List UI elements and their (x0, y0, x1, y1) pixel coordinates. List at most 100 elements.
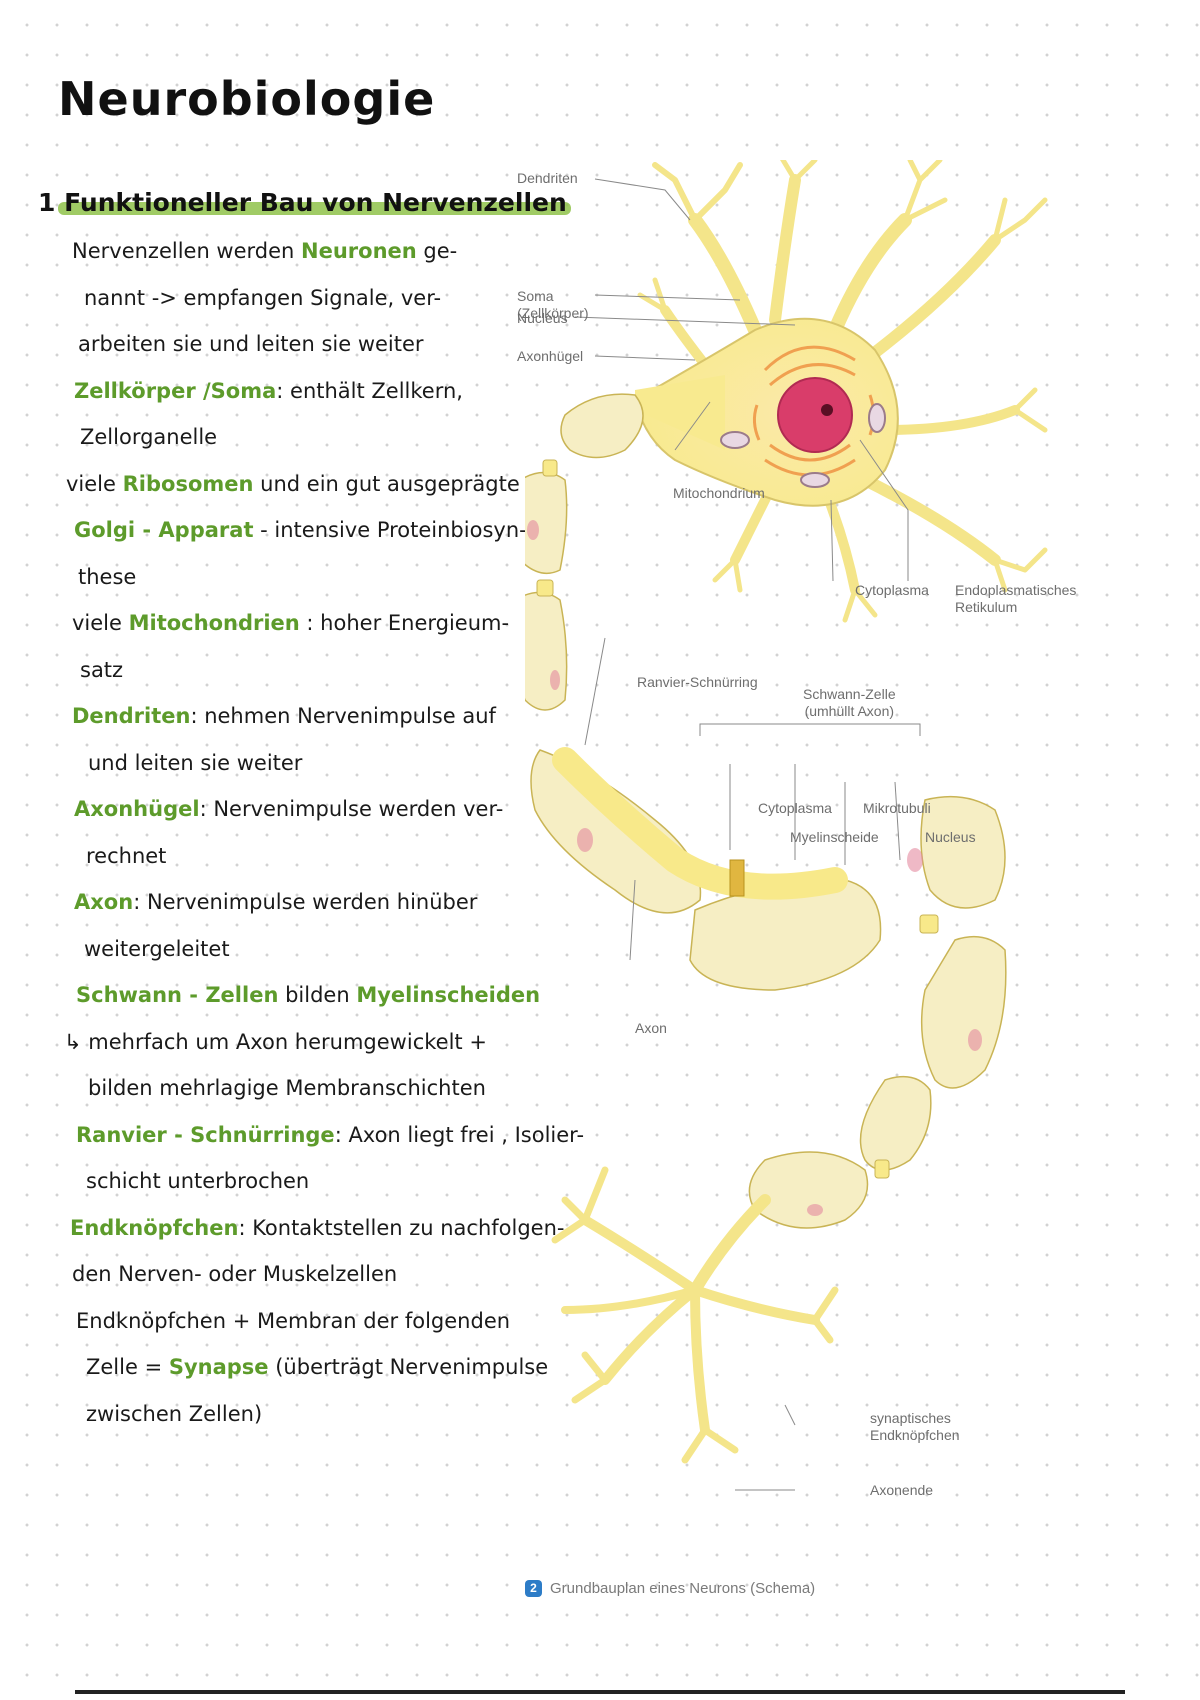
note-line: satz (80, 647, 123, 694)
note-line: Ranvier - Schnürringe: Axon liegt frei ,… (76, 1112, 584, 1159)
microtubules (729, 859, 745, 897)
note-text: schicht unterbrochen (86, 1169, 310, 1193)
note-line: und leiten sie weiter (88, 740, 302, 787)
note-line: Axonhügel: Nervenimpulse werden ver- (74, 786, 503, 833)
label-soma: Soma (Zellkörper) (517, 288, 589, 321)
note-text: den Nerven- oder Muskelzellen (72, 1262, 398, 1286)
note-line: zwischen Zellen) (86, 1391, 262, 1438)
note-text: ge- (416, 239, 458, 263)
note-line: Zelle = Synapse (überträgt Nervenimpulse (86, 1344, 548, 1391)
note-line: Endknöpfchen + Membran der folgenden (76, 1298, 510, 1345)
note-line: Endknöpfchen: Kontaktstellen zu nachfolg… (70, 1205, 565, 1252)
label-ranvier: Ranvier-Schnürring (637, 674, 758, 690)
note-text: : Kontaktstellen zu nachfolgen- (238, 1215, 565, 1240)
note-line: Dendriten: nehmen Nervenimpulse auf (72, 693, 496, 740)
nucleolus (821, 404, 833, 416)
note-text: Zelle = (86, 1355, 169, 1379)
note-line: ↳ mehrfach um Axon herumgewickelt + (64, 1019, 487, 1066)
label-er: Endoplasmatisches Retikulum (955, 582, 1077, 615)
note-term: Ribosomen (122, 471, 254, 496)
axon-terminals (551, 1166, 839, 1464)
label-endknoepfchen: synaptisches Endknöpfchen (870, 1410, 960, 1443)
note-text: ↳ mehrfach um Axon herumgewickelt + (64, 1029, 487, 1054)
note-text: satz (80, 657, 124, 682)
note-text: (überträgt Nervenimpulse (268, 1355, 549, 1379)
note-line: Golgi - Apparat - intensive Proteinbiosy… (74, 507, 527, 554)
endoplasmic-reticulum (752, 345, 875, 477)
note-term: Zellkörper /Soma (74, 378, 277, 403)
note-text: : hoher Energieum- (299, 611, 510, 635)
note-term: Endknöpfchen (70, 1215, 239, 1240)
note-text: these (78, 564, 137, 589)
label-axonhuegel: Axonhügel (517, 348, 584, 364)
note-term: Myelinscheiden (356, 983, 541, 1007)
note-line: Schwann - Zellen bilden Myelinscheiden (76, 972, 540, 1019)
note-term: Synapse (168, 1355, 269, 1379)
figure-caption: 2 Grundbauplan eines Neurons (Schema) (525, 1580, 815, 1597)
note-text: : Nervenimpulse werden hinüber (133, 890, 478, 914)
ranvier-nodes (536, 459, 939, 1179)
myelin-segments (511, 393, 1007, 1229)
note-text: Endknöpfchen + Membran der folgenden (76, 1308, 511, 1333)
note-text: Zellorganelle (80, 425, 218, 449)
section-heading: 1 Funktioneller Bau von Nervenzellen (38, 188, 571, 217)
note-term: Mitochondrien (128, 611, 300, 635)
note-text: und leiten sie weiter (88, 750, 303, 775)
note-text: bilden mehrlagige Membranschichten (88, 1076, 486, 1100)
label-axon: Axon (635, 1020, 667, 1036)
axon (552, 747, 848, 900)
note-text: : Axon liegt frei , Isolier- (334, 1122, 585, 1147)
nucleus (777, 377, 853, 453)
note-line: schicht unterbrochen (86, 1158, 309, 1205)
note-text: bilden (278, 983, 357, 1007)
note-text: arbeiten sie und leiten sie weiter (78, 332, 424, 356)
note-term: Dendriten (72, 704, 191, 728)
neuron-diagram: Dendriten Soma (Zellkörper) Nucleus Axon… (511, 152, 1125, 1620)
heading-highlight (58, 202, 571, 215)
note-term: Ranvier - Schnürringe (76, 1122, 335, 1147)
note-text: : enthält Zellkern, (276, 378, 463, 403)
note-line: these (78, 554, 136, 601)
note-text: Nervenzellen werden (72, 239, 302, 263)
label-schwann: Schwann-Zelle (umhüllt Axon) (803, 686, 896, 719)
note-text: viele (66, 471, 123, 496)
figure-number: 2 (525, 1580, 542, 1597)
label-mikrotubuli: Mikrotubuli (863, 800, 931, 816)
note-term: Axonhügel (74, 797, 200, 821)
leader-lines (574, 178, 921, 1491)
mitochondrion (800, 472, 830, 488)
section-heading-text: 1 Funktioneller Bau von Nervenzellen (38, 188, 567, 217)
note-text: - intensive Proteinbiosyn- (253, 518, 527, 542)
note-line: nannt -> empfangen Signale, ver- (84, 275, 441, 322)
neuron-illustration (511, 152, 1048, 1491)
note-text: und ein gut ausgeprägte (253, 471, 520, 496)
bottom-rule (75, 1690, 1125, 1694)
note-line: Zellorganelle (80, 414, 217, 461)
label-axonende: Axonende (870, 1482, 934, 1498)
note-line: Axon: Nervenimpulse werden hinüber (74, 879, 477, 926)
note-text: : Nervenimpulse werden ver- (199, 797, 504, 821)
note-line: bilden mehrlagige Membranschichten (88, 1065, 486, 1112)
note-term: Neuronen (301, 239, 417, 263)
label-nucleus: Nucleus (517, 310, 568, 326)
note-text: nannt -> empfangen Signale, ver- (84, 285, 442, 310)
note-line: viele Ribosomen und ein gut ausgeprägte (66, 461, 520, 508)
note-text: zwischen Zellen) (86, 1401, 263, 1426)
label-myelinscheide: Myelinscheide (790, 829, 879, 845)
note-line: arbeiten sie und leiten sie weiter (78, 321, 424, 368)
note-text: weitergeleitet (84, 936, 230, 961)
label-nucleus-2: Nucleus (925, 829, 976, 845)
axon-hillock (635, 375, 725, 450)
note-line: den Nerven- oder Muskelzellen (72, 1251, 397, 1298)
label-cytoplasma: Cytoplasma (855, 582, 929, 598)
note-line: Zellkörper /Soma: enthält Zellkern, (74, 368, 463, 415)
note-text: : nehmen Nervenimpulse auf (190, 704, 496, 728)
schwann-nuclei (527, 520, 982, 1216)
note-text: rechnet (86, 843, 167, 868)
note-line: weitergeleitet (84, 926, 230, 973)
mitochondrion (720, 431, 750, 449)
note-line: Nervenzellen werden Neuronen ge- (72, 228, 457, 275)
note-term: Golgi - Apparat (74, 518, 254, 542)
page-title: Neurobiologie (58, 72, 436, 126)
note-term: Axon (74, 890, 134, 914)
